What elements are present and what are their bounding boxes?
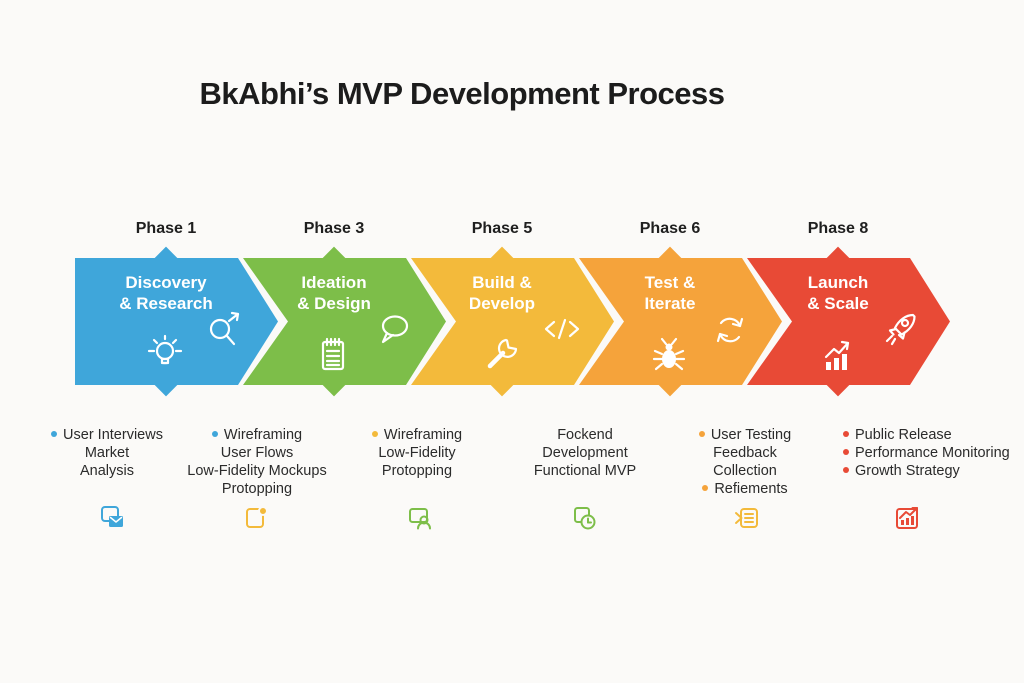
list-item: User Flows [220, 445, 294, 461]
refresh-icon [708, 308, 752, 352]
code-icon [540, 308, 584, 352]
screen-user-icon [405, 503, 435, 533]
bullet-dot [211, 431, 218, 437]
chart-box-icon [892, 503, 922, 533]
phase-number-label: Phase 6 [639, 220, 701, 237]
list-item: Protopping [221, 481, 293, 497]
bullet-dot [702, 485, 709, 491]
phase-arrow-label: Ideation& Design [297, 273, 371, 313]
list-item: Collection [713, 463, 777, 479]
list-item: Development [542, 445, 628, 461]
list-item: Analysis [80, 463, 134, 479]
bullet-dot [698, 431, 705, 437]
phase-arrow-label: Test &Iterate [644, 273, 696, 313]
list-item: Wireframing [162, 426, 352, 444]
clipboard-dot-icon [241, 503, 271, 533]
list-item: Fockend [557, 427, 613, 443]
magnifier-arrow-icon [204, 308, 248, 352]
devices-message-icon [97, 503, 127, 533]
history-clock-icon [569, 503, 599, 533]
list-item: Market [84, 445, 130, 461]
list-chevron-icon [732, 503, 762, 533]
phase-arrow-label: Discovery& Research [119, 273, 213, 313]
phase-number-label: Phase 3 [303, 220, 365, 237]
list-item: Low-Fidelity [378, 445, 456, 461]
wrench-icon [479, 333, 523, 377]
phase-detail-column: Public Release Performance Monitoring Gr… [843, 426, 1023, 480]
phase-detail-column: Wireframing Low-Fidelity Protopping [332, 426, 502, 480]
list-item: Refiements [660, 480, 830, 498]
bullet-dot [843, 467, 849, 473]
phase-number-label: Phase 1 [135, 220, 197, 237]
list-item: Wireframing [332, 426, 502, 444]
phase-arrow-label: Build &Develop [468, 273, 536, 313]
list-item: Functional MVP [533, 463, 637, 479]
phase-detail-column: User Interviews Market Analysis [27, 426, 187, 480]
phase-number-label: Phase 5 [471, 220, 533, 237]
list-item: Protopping [381, 463, 453, 479]
bug-icon [647, 333, 691, 377]
list-item: User Interviews [27, 426, 187, 444]
phase-detail-column: User Testing Feedback Collection Refieme… [660, 426, 830, 498]
phase-discovery: Phase 1 Discovery& Research [75, 220, 278, 397]
bullet-dot [51, 431, 58, 437]
list-item: Feedback [713, 445, 777, 461]
phase-build: Phase 5 Build &Develop [411, 220, 614, 397]
phase-arrow-label: Launch& Scale [807, 273, 869, 313]
list-item: Growth Strategy [843, 462, 1023, 480]
phase-launch: Phase 8 Launch& Scale [747, 220, 950, 397]
phase-detail-column: Fockend Development Functional MVP [500, 426, 670, 480]
chevron-discovery [75, 258, 278, 385]
lightbulb-icon [143, 333, 187, 377]
bullet-dot [843, 431, 849, 437]
rocket-icon [876, 308, 920, 352]
phase-ideation: Phase 3 Ideation& Design [243, 220, 446, 397]
list-item: Low-Fidelity Mockups [187, 463, 327, 479]
phase-test: Phase 6 Test &Iterate [579, 220, 782, 397]
list-item: Performance Monitoring [843, 444, 1023, 462]
notepad-icon [311, 333, 355, 377]
growth-chart-icon [815, 333, 859, 377]
phase-number-label: Phase 8 [807, 220, 869, 237]
list-item: User Testing [660, 426, 830, 444]
page-title: BkAbhi’s MVP Development Process [199, 76, 725, 111]
list-item: Public Release [843, 426, 1023, 444]
speech-bubble-icon [372, 308, 416, 352]
bullet-dot [371, 431, 378, 437]
phase-detail-column: Wireframing User Flows Low-Fidelity Mock… [162, 426, 352, 498]
bullet-dot [843, 449, 849, 455]
